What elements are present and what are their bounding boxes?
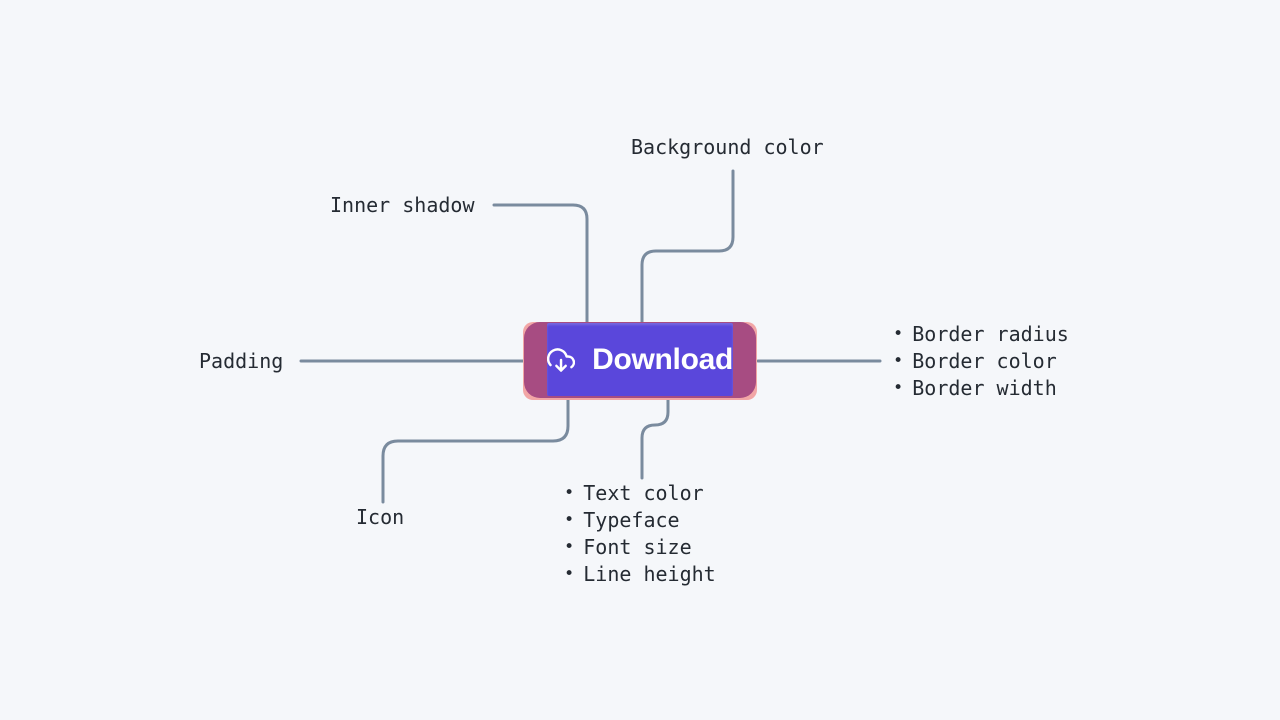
label-padding: Padding (199, 349, 284, 373)
list-item-label: Border width (912, 376, 1057, 400)
list-item: • Border color (893, 348, 1069, 375)
list-item: • Font size (564, 534, 716, 561)
list-item: • Line height (564, 561, 716, 588)
border-properties-list: • Border radius • Border color • Border … (893, 321, 1069, 402)
list-item-label: Border color (912, 349, 1057, 373)
bullet-dot: • (564, 564, 575, 584)
connector-icon (381, 375, 570, 504)
bullet-dot: • (564, 510, 575, 530)
list-item: • Text color (564, 480, 716, 507)
list-item: • Border radius (893, 321, 1069, 348)
list-item-label: Font size (583, 535, 692, 559)
label-background-color: Background color (631, 135, 824, 159)
list-item-label: Line height (583, 562, 716, 586)
list-item: • Border width (893, 375, 1069, 402)
connector-background-color (640, 169, 735, 335)
list-item-label: Typeface (583, 508, 680, 532)
list-item: • Typeface (564, 507, 716, 534)
cloud-download-icon (547, 347, 576, 372)
connector-text (640, 376, 670, 480)
bullet-dot: • (893, 351, 904, 371)
bullet-dot: • (893, 324, 904, 344)
list-item-label: Border radius (912, 322, 1069, 346)
text-properties-list: • Text color • Typeface • Font size • Li… (564, 480, 716, 588)
bullet-dot: • (564, 483, 575, 503)
label-icon: Icon (356, 505, 405, 529)
bullet-dot: • (564, 537, 575, 557)
label-inner-shadow: Inner shadow (330, 193, 475, 217)
connector-inner-shadow (492, 203, 589, 327)
list-item-label: Text color (583, 481, 704, 505)
download-button-label: Download (592, 342, 733, 376)
download-button[interactable]: Download (547, 323, 733, 396)
bullet-dot: • (893, 378, 904, 398)
